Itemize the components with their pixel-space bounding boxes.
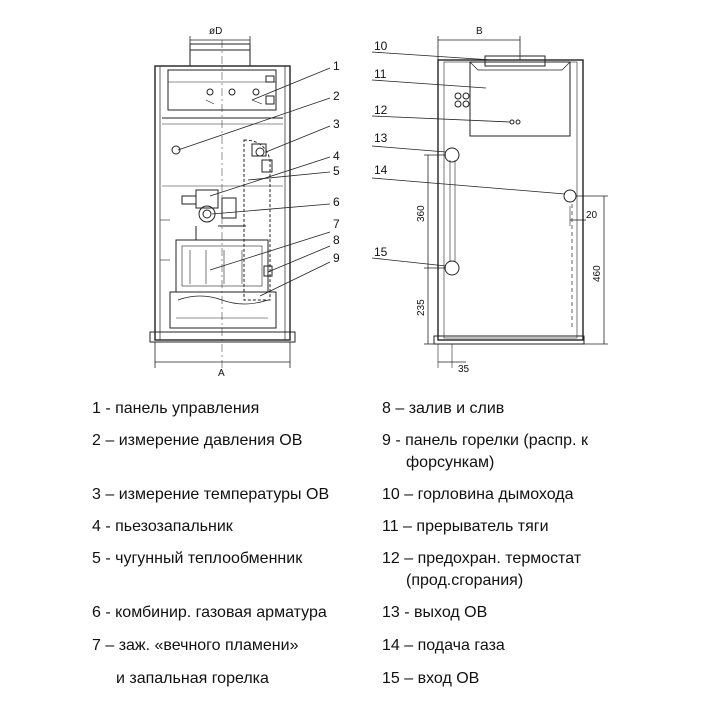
legend-item: 3 – измерение температуры ОВ <box>92 486 330 503</box>
callout-4: 4 <box>333 149 340 163</box>
boiler-technical-drawing: øD A B 360 235 460 20 35 1 2 3 4 5 6 7 8… <box>149 26 608 379</box>
dim-360: 360 <box>416 205 427 222</box>
callout-5: 5 <box>333 164 340 178</box>
legend-item: 14 – подача газа <box>382 637 505 654</box>
callout-6: 6 <box>333 195 340 209</box>
legend-item: 11 – прерыватель тяги <box>382 518 549 535</box>
legend-item: 6 - комбинир. газовая арматура <box>92 604 327 621</box>
legend-item: 13 - выход ОВ <box>382 604 488 621</box>
dim-235: 235 <box>416 299 427 316</box>
callout-11: 11 <box>374 67 387 81</box>
dim-diam: øD <box>209 26 222 37</box>
side-leaders <box>371 51 566 267</box>
side-view <box>424 36 608 368</box>
callout-8: 8 <box>333 233 340 247</box>
legend-item: 9 - панель горелки (распр. к <box>382 432 588 449</box>
callout-9: 9 <box>333 251 340 265</box>
legend-item: 2 – измерение давления ОВ <box>92 432 303 449</box>
legend-item: 7 – заж. «вечного пламени» <box>92 637 299 654</box>
callout-1: 1 <box>333 59 340 73</box>
legend-item: форсункам) <box>406 454 495 471</box>
dim-a: A <box>218 368 225 379</box>
dim-35: 35 <box>458 364 470 375</box>
callout-12: 12 <box>374 103 388 117</box>
legend-item: 5 - чугунный теплообменник <box>92 550 303 567</box>
dim-20: 20 <box>586 210 598 221</box>
callout-3: 3 <box>333 117 340 131</box>
legend-item: 10 – горловина дымохода <box>382 486 574 503</box>
callout-13: 13 <box>374 131 388 145</box>
side-callouts: 10 11 12 13 14 15 <box>374 39 388 259</box>
legend-item: 8 – залив и слив <box>382 400 505 417</box>
front-callouts: 1 2 3 4 5 6 7 8 9 <box>333 59 340 265</box>
callout-10: 10 <box>374 39 388 53</box>
callout-15: 15 <box>374 245 388 259</box>
dim-460: 460 <box>592 265 603 282</box>
front-view <box>149 36 296 372</box>
legend-item: 12 – предохран. термостат <box>382 550 582 567</box>
callout-7: 7 <box>333 217 340 231</box>
front-leaders <box>177 67 331 297</box>
legend-item: (прод.сгорания) <box>406 572 524 589</box>
legend-item: 1 - панель управления <box>92 400 260 417</box>
legend-item: 15 – вход ОВ <box>382 670 480 687</box>
callout-2: 2 <box>333 89 340 103</box>
callout-14: 14 <box>374 163 388 177</box>
legend-item: 4 - пьезозапальник <box>92 518 233 535</box>
legend-item: и запальная горелка <box>116 670 269 687</box>
dim-b: B <box>476 26 483 37</box>
